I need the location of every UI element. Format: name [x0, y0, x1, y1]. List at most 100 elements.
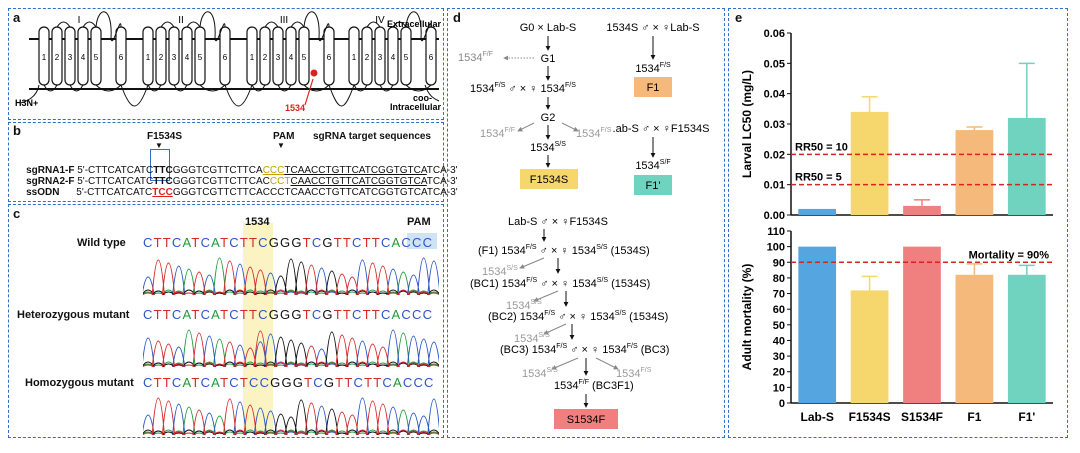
- helix-loop: [353, 84, 368, 92]
- y-axis-label: Adult mortality (%): [740, 264, 754, 371]
- panel-c: c 1534 PAM Wild type CTTCATCATCTTCGGGTCG…: [8, 204, 444, 438]
- reference-label: RR50 = 10: [795, 141, 848, 153]
- base: G: [268, 235, 281, 250]
- box-f1: [634, 77, 672, 97]
- seq-target: TCAACCTGTTCATCGGTGTCA: [284, 165, 427, 176]
- helix-loop: [56, 21, 71, 28]
- seq-post: TCA-3': [426, 165, 458, 176]
- base: C: [311, 307, 323, 322]
- bc1-side: 1534S/S: [506, 299, 542, 312]
- base: C: [171, 235, 183, 250]
- base: C: [200, 375, 212, 390]
- base: T: [248, 235, 259, 250]
- base: C: [259, 375, 271, 390]
- helix-label: 6: [429, 53, 434, 62]
- g1-side: 1534F/F: [458, 51, 493, 64]
- base: T: [342, 307, 353, 322]
- helix-label: 3: [172, 53, 177, 62]
- y-tick-label: 50: [773, 320, 785, 332]
- n-tail: [20, 84, 40, 104]
- trace-C: [143, 329, 439, 367]
- homozygous-chromatogram: [143, 397, 439, 435]
- helix-label: 2: [159, 53, 164, 62]
- y-tick-label: 40: [773, 335, 785, 347]
- trace-T: [143, 330, 439, 367]
- heterozygous-label: Heterozygous mutant: [17, 309, 130, 321]
- base: C: [352, 307, 363, 322]
- bar: [903, 205, 941, 215]
- seq-pam: CCC: [262, 165, 285, 176]
- base: G: [270, 375, 282, 390]
- domain-label-4: IV: [375, 15, 385, 26]
- pore-loop: [199, 11, 226, 42]
- panel-b: b F1534S ▼ PAM ▼ sgRNA target sequences …: [8, 122, 458, 202]
- base: G: [291, 307, 303, 322]
- base: C: [229, 375, 240, 390]
- helix-label: 6: [119, 53, 124, 62]
- base: G: [280, 235, 292, 250]
- helix-loop: [147, 84, 162, 92]
- seq-mid: GGGTCGTTCTTCA: [172, 165, 263, 176]
- helix-label: 4: [81, 53, 86, 62]
- pore-loop: [303, 11, 330, 42]
- svg-text:F1534S: F1534S: [530, 174, 569, 186]
- panel-label-e: e: [735, 10, 743, 25]
- c-terminus-label: coo-: [413, 93, 432, 103]
- helix-label: 1: [146, 53, 151, 62]
- helix-label: 2: [263, 53, 268, 62]
- seq-pre: 5'-CTTCATCATC: [73, 187, 153, 198]
- trace-A: [143, 257, 439, 295]
- helix-label: 2: [365, 53, 370, 62]
- helix-label: 1: [250, 53, 255, 62]
- wild-type-sequence: CTTCATCATCTTCGGGTCGTTCTTCACCC: [143, 235, 433, 250]
- bc3-side-right: 1534F/S: [616, 367, 652, 380]
- linker-loop: [328, 84, 355, 107]
- seq-mid: GGGTCGTTCTTCAC: [172, 176, 270, 187]
- base: C: [258, 235, 269, 250]
- f1-cross: (F1) 1534F/S ♂ × ♀ 1534S/S (1534S): [478, 244, 650, 257]
- y-tick-label: 0.01: [764, 180, 785, 192]
- base: C: [413, 375, 425, 390]
- g2-label: G2: [541, 112, 556, 124]
- helix-label: 5: [404, 53, 409, 62]
- g2-left: 1534F/F: [480, 127, 515, 140]
- bc3-cross: (BC3) 1534F/S ♂ × ♀ 1534F/S (BC3): [500, 343, 669, 356]
- base: T: [191, 375, 201, 390]
- c-tail: [424, 84, 440, 102]
- row-name: sgRNA1-F: [26, 165, 75, 176]
- x-tick-label: F1': [1018, 410, 1035, 424]
- trace-T: [143, 397, 439, 435]
- base: C: [171, 375, 183, 390]
- helix-loop: [277, 84, 292, 92]
- helix-loop: [95, 84, 122, 92]
- pore-loop: [405, 11, 432, 42]
- bc-start: Lab-S ♂ × ♀F1534S: [508, 216, 608, 228]
- base: T: [239, 235, 249, 250]
- base: T: [153, 235, 163, 250]
- r1-result: 1534F/S: [635, 62, 671, 75]
- helix-label: 6: [223, 53, 228, 62]
- site-highlight: [243, 223, 273, 433]
- reference-label: RR50 = 5: [795, 172, 842, 184]
- helix-loop: [69, 84, 84, 92]
- trace-G: [143, 258, 439, 295]
- base: T: [248, 307, 259, 322]
- wild-type-label: Wild type: [77, 237, 126, 249]
- y-tick-label: 90: [773, 257, 785, 269]
- mutation-arrow: ▼: [155, 141, 163, 150]
- trace-C: [143, 257, 439, 295]
- base: G: [292, 375, 305, 390]
- base: G: [281, 375, 293, 390]
- bar: [955, 130, 994, 215]
- base: A: [391, 235, 402, 250]
- y-tick-label: 0.03: [764, 119, 785, 131]
- y-tick-label: 0.05: [764, 58, 785, 70]
- base: T: [371, 235, 381, 250]
- box-f1534s: [520, 169, 578, 189]
- y-tick-label: 0: [779, 398, 785, 410]
- heterozygous-chromatogram: [143, 329, 439, 367]
- bc1-cross: (BC1) 1534F/S ♂ × ♀ 1534S/S (1534S): [470, 277, 650, 290]
- base: T: [191, 307, 201, 322]
- trace-A: [143, 329, 439, 367]
